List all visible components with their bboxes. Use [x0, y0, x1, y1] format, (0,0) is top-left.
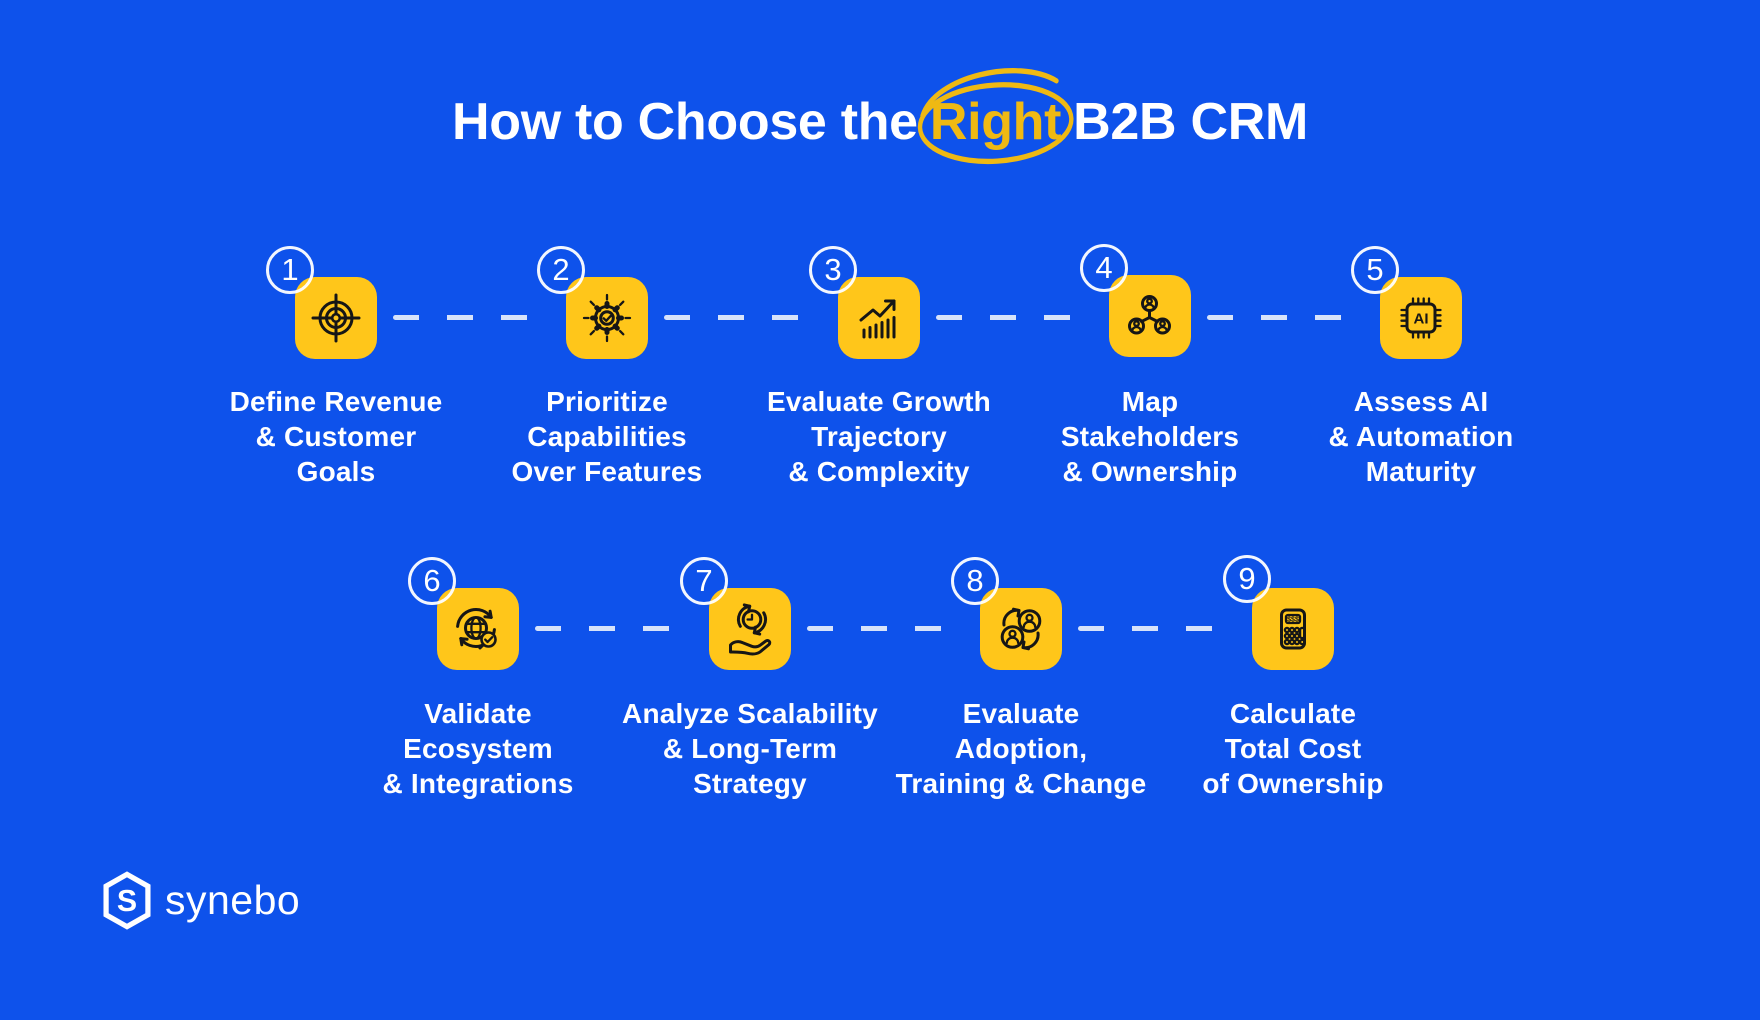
connector-dashed-line: [936, 315, 1093, 320]
title-suffix: B2B CRM: [1073, 93, 1308, 151]
gear-check-icon: [582, 293, 632, 343]
step-number: 4: [1095, 250, 1113, 285]
logo-monogram: S: [117, 885, 137, 918]
step-number-badge: 9: [1223, 555, 1271, 603]
label-line: Evaluate: [962, 698, 1080, 729]
step-label: Analyze Scalability & Long-Term Strategy: [580, 696, 920, 801]
step-label: Evaluate Adoption, Training & Change: [851, 696, 1191, 801]
step-icon-box: [980, 588, 1062, 670]
label-line: Assess AI: [1353, 386, 1489, 417]
step-label: Assess AI & Automation Maturity: [1251, 384, 1591, 489]
connector-dashed-line: [1078, 626, 1236, 631]
label-line: Stakeholders: [1060, 421, 1240, 452]
step-icon-box: [838, 277, 920, 359]
step-label: Calculate Total Cost of Ownership: [1123, 696, 1463, 801]
step-icon-box: [1109, 275, 1191, 357]
step-number: 1: [281, 252, 299, 287]
globe-sync-check-icon: [456, 607, 497, 650]
logo-wordmark: synebo: [165, 877, 301, 923]
step-label: Define Revenue & Customer Goals: [166, 384, 506, 489]
step-number: 5: [1366, 252, 1384, 287]
calculator-icon: $$$: [1280, 608, 1306, 650]
label-line: Maturity: [1365, 456, 1477, 487]
step-number-badge: 3: [809, 246, 857, 294]
step-number: 2: [552, 252, 570, 287]
label-line: & Long-Term: [662, 733, 838, 764]
step-number-badge: 2: [537, 246, 585, 294]
step-icon-box: [295, 277, 377, 359]
label-line: & Ownership: [1062, 456, 1238, 487]
growth-chart-icon: [859, 299, 896, 339]
connector-dashed-line: [1207, 315, 1364, 320]
label-line: Map: [1121, 386, 1179, 417]
step-icon-box: [566, 277, 648, 359]
ai-chip-text: AI: [1414, 311, 1429, 328]
synebo-hexagon-logo-icon: S: [103, 871, 151, 930]
step-number-badge: 4: [1080, 244, 1128, 292]
title-highlight: Right: [917, 68, 1074, 165]
step-number: 7: [695, 563, 713, 598]
label-line: Evaluate Growth: [767, 386, 991, 417]
label-line: Ecosystem: [403, 733, 553, 764]
step-icon-box: AI: [1380, 277, 1462, 359]
connector-dashed-line: [664, 315, 822, 320]
label-line: & Integrations: [382, 768, 574, 799]
label-line: Define Revenue: [229, 386, 443, 417]
step-number-badge: 6: [408, 557, 456, 605]
label-line: Training & Change: [895, 768, 1147, 799]
synebo-logo: S synebo: [103, 871, 301, 930]
step-number: 8: [966, 563, 984, 598]
step-label: Prioritize Capabilities Over Features: [437, 384, 777, 489]
step-number: 9: [1238, 561, 1256, 596]
step-number-badge: 7: [680, 557, 728, 605]
label-line: Strategy: [693, 768, 807, 799]
label-line: Total Cost: [1224, 733, 1362, 764]
step-number: 6: [423, 563, 441, 598]
step-number-badge: 8: [951, 557, 999, 605]
step-label: Map Stakeholders & Ownership: [980, 384, 1320, 489]
connector-dashed-line: [535, 626, 693, 631]
title-highlight-text: Right: [929, 93, 1062, 151]
user-exchange-icon: [1000, 607, 1042, 651]
label-line: & Automation: [1328, 421, 1514, 452]
calculator-display-text: $$$: [1287, 617, 1299, 624]
label-line: Capabilities: [527, 421, 687, 452]
label-line: Over Features: [511, 456, 703, 487]
label-line: Adoption,: [954, 733, 1088, 764]
step-label: Evaluate Growth Trajectory & Complexity: [709, 384, 1049, 489]
connector-dashed-line: [807, 626, 964, 631]
label-line: Calculate: [1229, 698, 1357, 729]
label-line: Validate: [424, 698, 532, 729]
step-icon-box: [709, 588, 791, 670]
target-icon: [311, 293, 361, 343]
step-number: 3: [824, 252, 842, 287]
step-number-badge: 5: [1351, 246, 1399, 294]
step-label: Validate Ecosystem & Integrations: [308, 696, 648, 801]
stakeholders-network-icon: [1128, 295, 1171, 335]
label-line: & Complexity: [788, 456, 970, 487]
label-line: & Customer: [255, 421, 417, 452]
label-line: Goals: [296, 456, 376, 487]
connector-dashed-line: [393, 315, 550, 320]
label-line: Analyze Scalability: [622, 698, 878, 729]
ai-chip-icon: AI: [1400, 297, 1442, 339]
title-prefix: How to Choose the: [452, 93, 918, 151]
label-line: Trajectory: [811, 421, 947, 452]
step-number-badge: 1: [266, 246, 314, 294]
step-icon-box: $$$: [1252, 588, 1334, 670]
hand-clock-icon: [729, 603, 772, 656]
label-line: of Ownership: [1202, 768, 1384, 799]
label-line: Prioritize: [546, 386, 668, 417]
step-icon-box: [437, 588, 519, 670]
